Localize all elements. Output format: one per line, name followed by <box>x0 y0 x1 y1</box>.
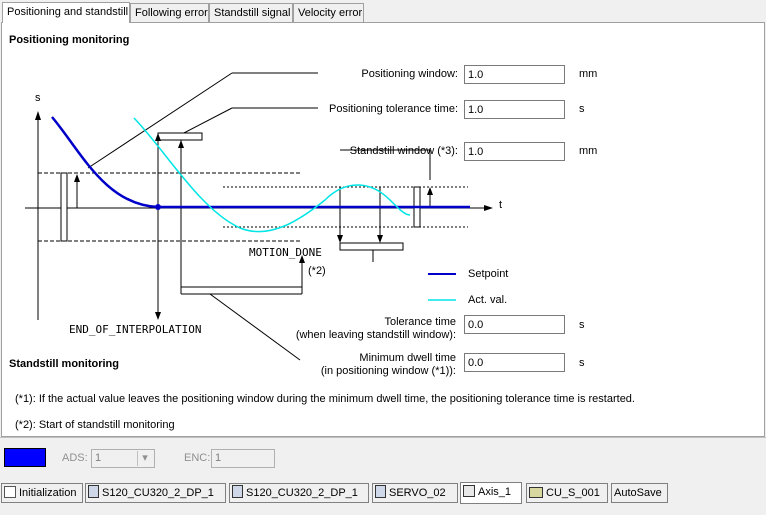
positioning-window-unit: mm <box>579 68 598 80</box>
drive-icon <box>232 485 243 498</box>
axis-t-label: t <box>499 199 503 211</box>
servo-icon <box>375 485 386 498</box>
taskbar-item-initialization[interactable]: Initialization <box>1 483 83 503</box>
positioning-tolerance-time-label: Positioning tolerance time: <box>328 103 458 115</box>
s-axis-arrow <box>35 111 41 120</box>
tab-standstill-signal[interactable]: Standstill signal <box>209 3 293 22</box>
standstill-window-input[interactable] <box>464 142 565 161</box>
note-2: (*2): Start of standstill monitoring <box>15 419 175 431</box>
axis-s-label: s <box>35 92 41 104</box>
tolerance-time-label-1: Tolerance time <box>384 316 456 328</box>
taskbar-item-axis-1[interactable]: Axis_1 <box>460 482 522 504</box>
drive-icon <box>88 485 99 498</box>
standstill-monitoring-title: Standstill monitoring <box>9 358 119 370</box>
motion-done-label: MOTION_DONE <box>249 246 322 259</box>
legend-setpoint-label: Setpoint <box>468 268 509 280</box>
ads-select-value: 1 <box>95 452 102 464</box>
tolerance-time-input[interactable] <box>464 315 565 334</box>
min-dwell-time-input[interactable] <box>464 353 565 372</box>
standstill-window-unit: mm <box>579 145 598 157</box>
ads-select[interactable]: 1 ▾ <box>91 449 155 468</box>
note-1: (*1): If the actual value leaves the pos… <box>15 393 635 405</box>
window-taskbar: Initialization S120_CU320_2_DP_1 S120_CU… <box>0 481 766 515</box>
tree-icon <box>4 486 16 498</box>
settings-panel <box>1 22 765 437</box>
standstill-window-label: Standstill window (*3): <box>349 145 458 157</box>
positioning-monitoring-title: Positioning monitoring <box>9 34 130 46</box>
end-of-interpolation-label: END_OF_INTERPOLATION <box>69 323 202 336</box>
min-dwell-time-label-2: (in positioning window (*1)): <box>320 365 456 377</box>
monitoring-diagram <box>25 72 493 361</box>
standstill-tolerance-box <box>339 242 404 251</box>
tab-positioning-standstill[interactable]: Positioning and standstill <box>2 2 130 23</box>
positioning-tolerance-time-unit: s <box>579 103 585 115</box>
enc-input[interactable]: 1 <box>211 449 275 468</box>
positioning-tolerance-time-input[interactable] <box>464 100 565 119</box>
taskbar-item-servo-02[interactable]: SERVO_02 <box>372 483 458 503</box>
bottom-toolbar: ADS: 1 ▾ ENC: 1 <box>0 437 766 482</box>
positioning-window-input[interactable] <box>464 65 565 84</box>
note2-ref-label: (*2) <box>308 265 326 277</box>
taskbar-item-s120-1[interactable]: S120_CU320_2_DP_1 <box>85 483 226 503</box>
taskbar-item-cu-s-001[interactable]: CU_S_001 <box>526 483 608 503</box>
t-axis-arrow <box>484 205 493 211</box>
min-dwell-time-label-1: Minimum dwell time <box>359 352 456 364</box>
setpoint-curve <box>51 116 470 209</box>
control-unit-icon <box>529 487 543 498</box>
tolerance-time-label-2: (when leaving standstill window): <box>295 329 456 341</box>
pos-window-bracket <box>60 172 68 242</box>
tolerance-time-box <box>157 132 203 141</box>
axis-icon <box>463 485 475 497</box>
chevron-down-icon[interactable]: ▾ <box>137 451 152 466</box>
color-swatch[interactable] <box>4 448 46 467</box>
tolerance-time-unit: s <box>579 319 585 331</box>
legend-actual-label: Act. val. <box>468 294 508 306</box>
min-dwell-time-unit: s <box>579 357 585 369</box>
ads-label: ADS: <box>62 452 88 464</box>
tab-velocity-error[interactable]: Velocity error <box>293 3 364 22</box>
actual-value-curve <box>133 117 411 233</box>
tab-following-error[interactable]: Following error <box>130 3 209 22</box>
enc-label: ENC: <box>184 452 211 464</box>
taskbar-item-autosave[interactable]: AutoSave <box>611 483 668 503</box>
taskbar-item-s120-2[interactable]: S120_CU320_2_DP_1 <box>229 483 369 503</box>
positioning-window-label: Positioning window: <box>361 68 458 80</box>
